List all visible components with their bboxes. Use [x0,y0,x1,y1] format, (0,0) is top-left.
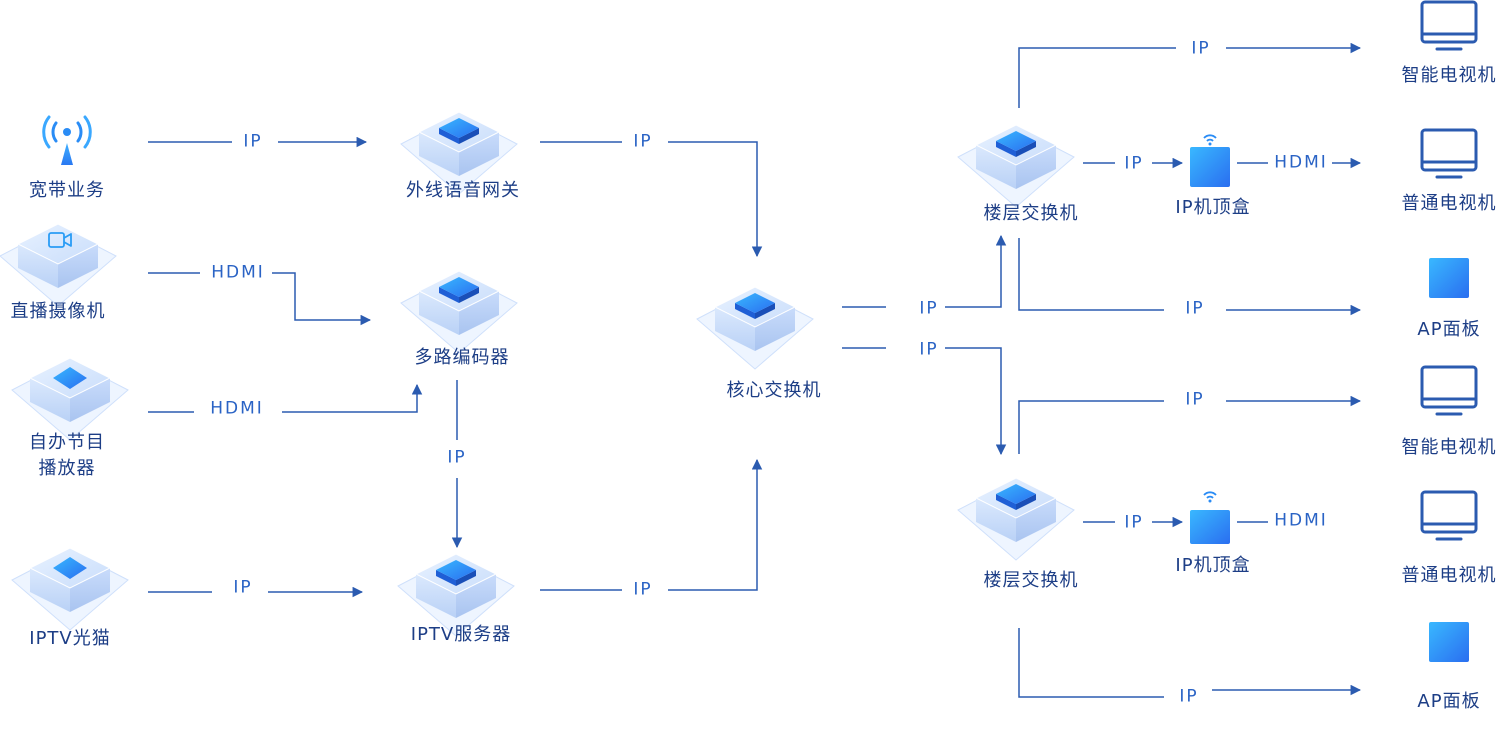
edge-label-gateway-core: IP [633,131,653,152]
edge-floor1-ap [1018,238,1360,310]
edge-label-modem-server: IP [233,577,253,598]
edge-floor1-smarttv [1018,48,1360,108]
video-camera-icon [48,232,72,248]
node-label-live-camera: 直播摄像机 [10,301,106,322]
node-label-ap-panel-2: AP面板 [1417,691,1481,712]
edge-label-floor1-smarttv: IP [1191,38,1211,59]
modem-box-icon [11,547,129,631]
node-label-broadband: 宽带业务 [29,180,105,201]
node-label-player-line1: 自办节目 [29,432,105,453]
edge-core-floor1 [842,236,1001,308]
edge-label-server-core: IP [633,579,653,600]
edge-label-player-encoder: HDMI [210,398,264,419]
node-label-normal-tv-1: 普通电视机 [1401,193,1497,214]
normal-tv-icon-2 [1420,490,1478,541]
edge-label-floor1-stb: IP [1124,153,1144,174]
node-label-multi-encoder: 多路编码器 [414,347,510,368]
edge-label-stb1-tv: HDMI [1274,152,1328,173]
ap-panel-icon-2 [1429,622,1469,662]
node-label-smart-tv-2: 智能电视机 [1401,437,1497,458]
ap-panel-icon-1 [1429,258,1469,298]
node-label-iptv-server: IPTV服务器 [410,624,512,645]
node-label-smart-tv-1: 智能电视机 [1401,65,1497,86]
edge-server-core [540,460,757,591]
node-label-floor-switch-1: 楼层交换机 [983,203,1079,224]
camera-box-icon [0,223,117,307]
edge-label-floor2-ap: IP [1179,686,1199,707]
node-label-ip-stb-2: IP机顶盒 [1175,555,1251,576]
node-label-player-line2: 播放器 [38,458,96,479]
normal-tv-icon-1 [1420,128,1478,179]
node-label-voice-gateway: 外线语音网关 [406,180,520,201]
edge-floor2-ap [1018,628,1360,697]
edge-label-camera-encoder: HDMI [211,262,265,283]
edge-label-broadband-gateway: IP [243,131,263,152]
edge-gateway-core [540,141,757,256]
edge-player-encoder [148,385,417,413]
iptv-server-box-icon [397,553,515,637]
edge-label-core-floor1: IP [919,298,939,319]
edge-label-encoder-server: IP [447,447,467,468]
edge-label-core-floor2: IP [919,339,939,360]
ip-stb-icon-1 [1190,134,1230,187]
floor-switch-box-icon-2 [957,477,1075,561]
smart-tv-icon-2 [1420,365,1478,416]
antenna-icon [42,115,92,165]
voice-gateway-box-icon [400,111,518,195]
node-label-floor-switch-2: 楼层交换机 [983,570,1079,591]
node-label-core-switch: 核心交换机 [726,380,822,401]
encoder-box-icon [400,270,518,354]
ip-stb-icon-2 [1190,491,1230,544]
edge-floor2-smarttv [1018,401,1360,454]
player-box-icon [11,357,129,441]
connections [148,48,1360,697]
edge-label-floor2-smarttv: IP [1185,389,1205,410]
edge-label-floor1-ap: IP [1185,298,1205,319]
core-switch-box-icon [696,286,814,370]
smart-tv-icon-1 [1420,0,1478,51]
floor-switch-box-icon-1 [957,124,1075,208]
edge-camera-encoder [148,272,370,320]
edge-label-floor2-stb: IP [1124,512,1144,533]
edge-label-stb2-tv: HDMI [1274,510,1328,531]
node-label-iptv-modem: IPTV光猫 [29,628,111,649]
node-label-normal-tv-2: 普通电视机 [1401,565,1497,586]
node-label-ap-panel-1: AP面板 [1417,319,1481,340]
edge-core-floor2 [842,347,1001,454]
node-label-ip-stb-1: IP机顶盒 [1175,197,1251,218]
